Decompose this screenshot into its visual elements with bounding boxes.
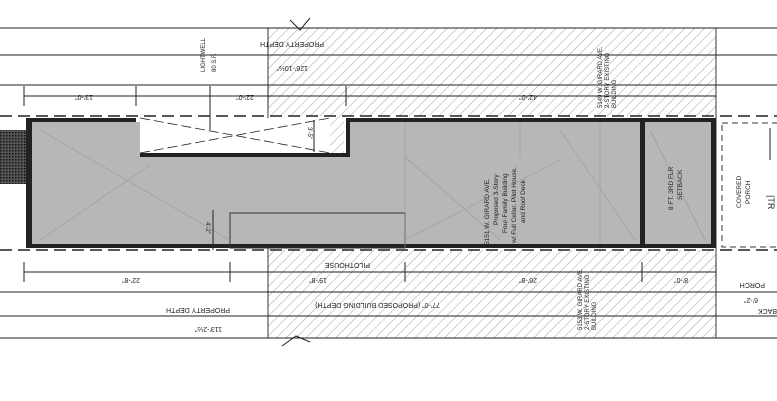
dim-22-8: 22'-8" [122, 276, 140, 283]
svg-text:2-STORY EXISTING: 2-STORY EXISTING [605, 52, 611, 108]
svg-text:2-STORY EXISTING: 2-STORY EXISTING [585, 274, 591, 330]
dim-13: 13'-0" [75, 93, 93, 100]
neighbor-bottom-label: 5153 W. GIRARD AVE. 2-STORY EXISTING BUI… [578, 268, 598, 330]
covered-porch-label: COVERED PORCH [736, 176, 752, 208]
svg-text:Four-Family Building: Four-Family Building [502, 173, 509, 233]
neighbor-lot-bottom [268, 250, 716, 338]
neighbor-top-label: 5149 W. GIRARD AVE. 2-STORY EXISTING BUI… [598, 46, 618, 108]
lightwell-area: 80 S.F. [212, 53, 218, 72]
setback-label: 8 FT. 3RD FLR SETBACK [668, 166, 684, 210]
svg-text:5151 W. GIRARD AVE.: 5151 W. GIRARD AVE. [484, 178, 491, 245]
neighbor-lot-top [268, 28, 716, 116]
property-depth-bottom-value: 113'-2½" [194, 325, 222, 333]
dim-42: 42'-0" [519, 93, 537, 100]
street-edge-label: |TR [766, 195, 776, 210]
svg-text:BUILDING: BUILDING [612, 79, 618, 108]
svg-text:and Roof Deck: and Roof Deck [520, 179, 527, 223]
porch-label: PORCH [740, 281, 765, 288]
svg-text:BUILDING: BUILDING [592, 301, 598, 330]
dim-19-8: 19'-8" [309, 276, 327, 283]
back-label: BACK [758, 307, 777, 314]
lightwell-hatch [330, 116, 344, 154]
lightwell [139, 117, 331, 154]
stair-element [0, 130, 26, 184]
svg-text:Proposed 3-Story: Proposed 3-Story [493, 174, 500, 225]
dim-8-0: 8'-0" [674, 276, 688, 283]
break-mark-bottom [281, 335, 311, 347]
break-mark-top [289, 17, 311, 31]
property-depth-top-label: PROPERTY DEPTH [260, 40, 324, 47]
pilothouse-label: PILOTHOUSE [325, 261, 370, 268]
building-footprint [26, 118, 716, 249]
dim-3-5: 3'-5" [306, 127, 312, 139]
svg-text:8 FT. 3RD FLR: 8 FT. 3RD FLR [668, 166, 675, 210]
property-depth-bottom-label: PROPERTY DEPTH [166, 306, 230, 313]
svg-text:w/ Full Cellar, Pilot House,: w/ Full Cellar, Pilot House, [511, 167, 518, 244]
lot-dashed-lines [0, 115, 777, 251]
svg-text:SETBACK: SETBACK [677, 169, 684, 200]
svg-text:COVERED: COVERED [736, 176, 743, 208]
dim-22: 22'-0" [236, 93, 254, 100]
covered-porch [721, 122, 777, 248]
svg-text:PORCH: PORCH [745, 180, 752, 204]
lightwell-label: LIGHTWELL [201, 37, 207, 72]
building-label: 5151 W. GIRARD AVE. Proposed 3-Story Fou… [484, 167, 527, 245]
dim-26-8: 26'-8" [519, 276, 537, 283]
dimension-ticks [23, 86, 717, 282]
porch-dim: 6'-2" [744, 296, 758, 303]
dim-4-2: 4'-2" [204, 222, 210, 234]
svg-text:5153 W. GIRARD AVE.: 5153 W. GIRARD AVE. [578, 268, 584, 330]
property-depth-top-value: 126'-10½" [276, 64, 308, 72]
svg-text:5149 W. GIRARD AVE.: 5149 W. GIRARD AVE. [598, 46, 604, 108]
proposed-depth-label: 77'-0" (PROPOSED BUILDING DEPTH) [315, 301, 440, 308]
